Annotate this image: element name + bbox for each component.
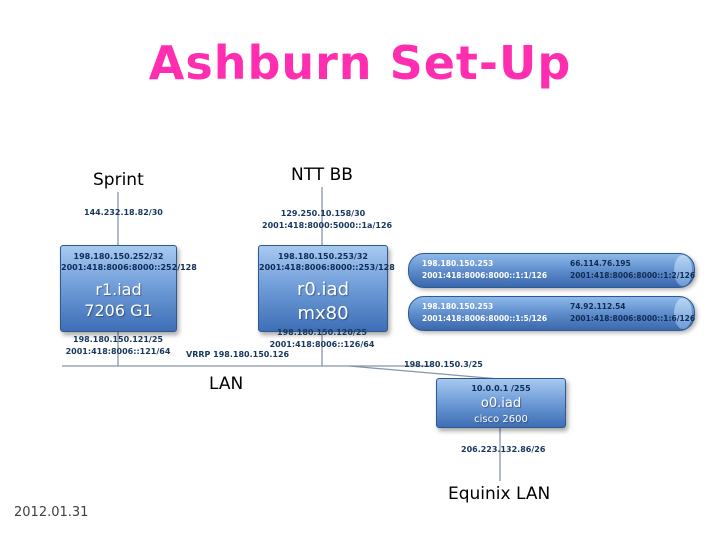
label-ntt-bb: NTT BB [291, 165, 353, 185]
ntt-link-ips: 129.250.10.158/30 2001:418:8000:5000::1a… [262, 208, 393, 232]
o0-ipv4: 10.0.0.1 /255 [471, 384, 531, 393]
router-r1: 198.180.150.252/32 2001:418:8006:8000::2… [60, 245, 197, 332]
cylinder-cap-icon [674, 255, 692, 286]
ntt-link-ipv4: 129.250.10.158/30 [280, 209, 366, 218]
o0-equinix-ip: 206.223.132.86/26 [461, 445, 546, 454]
ntt-link-ipv6: 2001:418:8000:5000::1a/126 [262, 221, 393, 230]
tunnel-1-remote-ipv4: 66.114.76.195 [570, 259, 631, 268]
r1-ipv4: 198.180.150.252/32 [73, 252, 164, 261]
tunnel-2-local: 198.180.150.253 2001:418:8006:8000::1:5/… [422, 301, 547, 325]
label-equinix-lan: Equinix LAN [448, 484, 551, 504]
r1-model: 7206 G1 [84, 301, 153, 321]
r0-hostname: r0.iad [296, 279, 350, 301]
r1-hostname: r1.iad [95, 280, 142, 300]
r1-name-block: r1.iad 7206 G1 [61, 280, 176, 322]
tunnel-2-remote: 74.92.112.54 2001:418:8006:8000::1:6/126 [570, 301, 695, 325]
cylinder-cap-icon [674, 298, 692, 329]
r1-lan-ipv4: 198.180.150.121/25 [73, 335, 163, 344]
o0-ips: 10.0.0.1 /255 [437, 383, 565, 394]
vrrp-address: VRRP 198.180.150.126 [186, 350, 290, 359]
tunnel-2-remote-ipv4: 74.92.112.54 [570, 302, 626, 311]
tunnel-1-local-ipv4: 198.180.150.253 [422, 259, 494, 268]
tunnel-2-local-ipv4: 198.180.150.253 [422, 302, 494, 311]
o0-lan-ip: 198.180.150.3/25 [404, 360, 483, 369]
o0-hostname: o0.iad [480, 396, 522, 412]
router-r0: 198.180.150.253/32 2001:418:8006:8000::2… [258, 245, 395, 332]
router-o0: 10.0.0.1 /255 o0.iad cisco 2600 [436, 378, 566, 428]
slide-date: 2012.01.31 [14, 505, 89, 520]
tunnel-1-local-ipv6: 2001:418:8006:8000::1:1/126 [422, 271, 548, 280]
r0-model: mx80 [297, 302, 349, 324]
tunnel-2: 198.180.150.253 2001:418:8006:8000::1:5/… [408, 296, 695, 331]
r0-lan-ipv6: 2001:418:8006::126/64 [269, 340, 375, 349]
r0-ipv4: 198.180.150.253/32 [278, 252, 368, 261]
page-title: Ashburn Set-Up [148, 36, 572, 90]
label-lan: LAN [209, 374, 244, 394]
tunnel-2-local-ipv6: 2001:418:8006:8000::1:5/126 [422, 314, 548, 323]
r0-loopback-ips: 198.180.150.253/32 2001:418:8006:8000::2… [259, 251, 395, 273]
r0-lan-ips: 198.180.150.120/25 2001:418:8006::126/64 [264, 327, 380, 351]
r1-ipv6: 2001:418:8006:8000::252/128 [61, 263, 197, 273]
r1-lan-ipv6: 2001:418:8006::121/64 [65, 347, 171, 356]
tunnel-1-remote: 66.114.76.195 2001:418:8006:8000::1:2/12… [570, 258, 695, 282]
r1-lan-ips: 198.180.150.121/25 2001:418:8006::121/64 [60, 334, 176, 358]
r0-lan-ipv4: 198.180.150.120/25 [277, 328, 367, 337]
tunnel-1: 198.180.150.253 2001:418:8006:8000::1:1/… [408, 253, 695, 288]
o0-model: cisco 2600 [474, 414, 528, 426]
tunnel-1-remote-ipv6: 2001:418:8006:8000::1:2/126 [570, 271, 696, 280]
r0-name-block: r0.iad mx80 [259, 278, 387, 325]
r0-ipv6: 2001:418:8006:8000::253/128 [259, 263, 395, 273]
sprint-link-ip: 144.232.18.82/30 [84, 208, 163, 217]
label-sprint: Sprint [93, 170, 144, 190]
r1-loopback-ips: 198.180.150.252/32 2001:418:8006:8000::2… [61, 251, 197, 273]
tunnel-2-remote-ipv6: 2001:418:8006:8000::1:6/126 [570, 314, 696, 323]
tunnel-1-local: 198.180.150.253 2001:418:8006:8000::1:1/… [422, 258, 547, 282]
